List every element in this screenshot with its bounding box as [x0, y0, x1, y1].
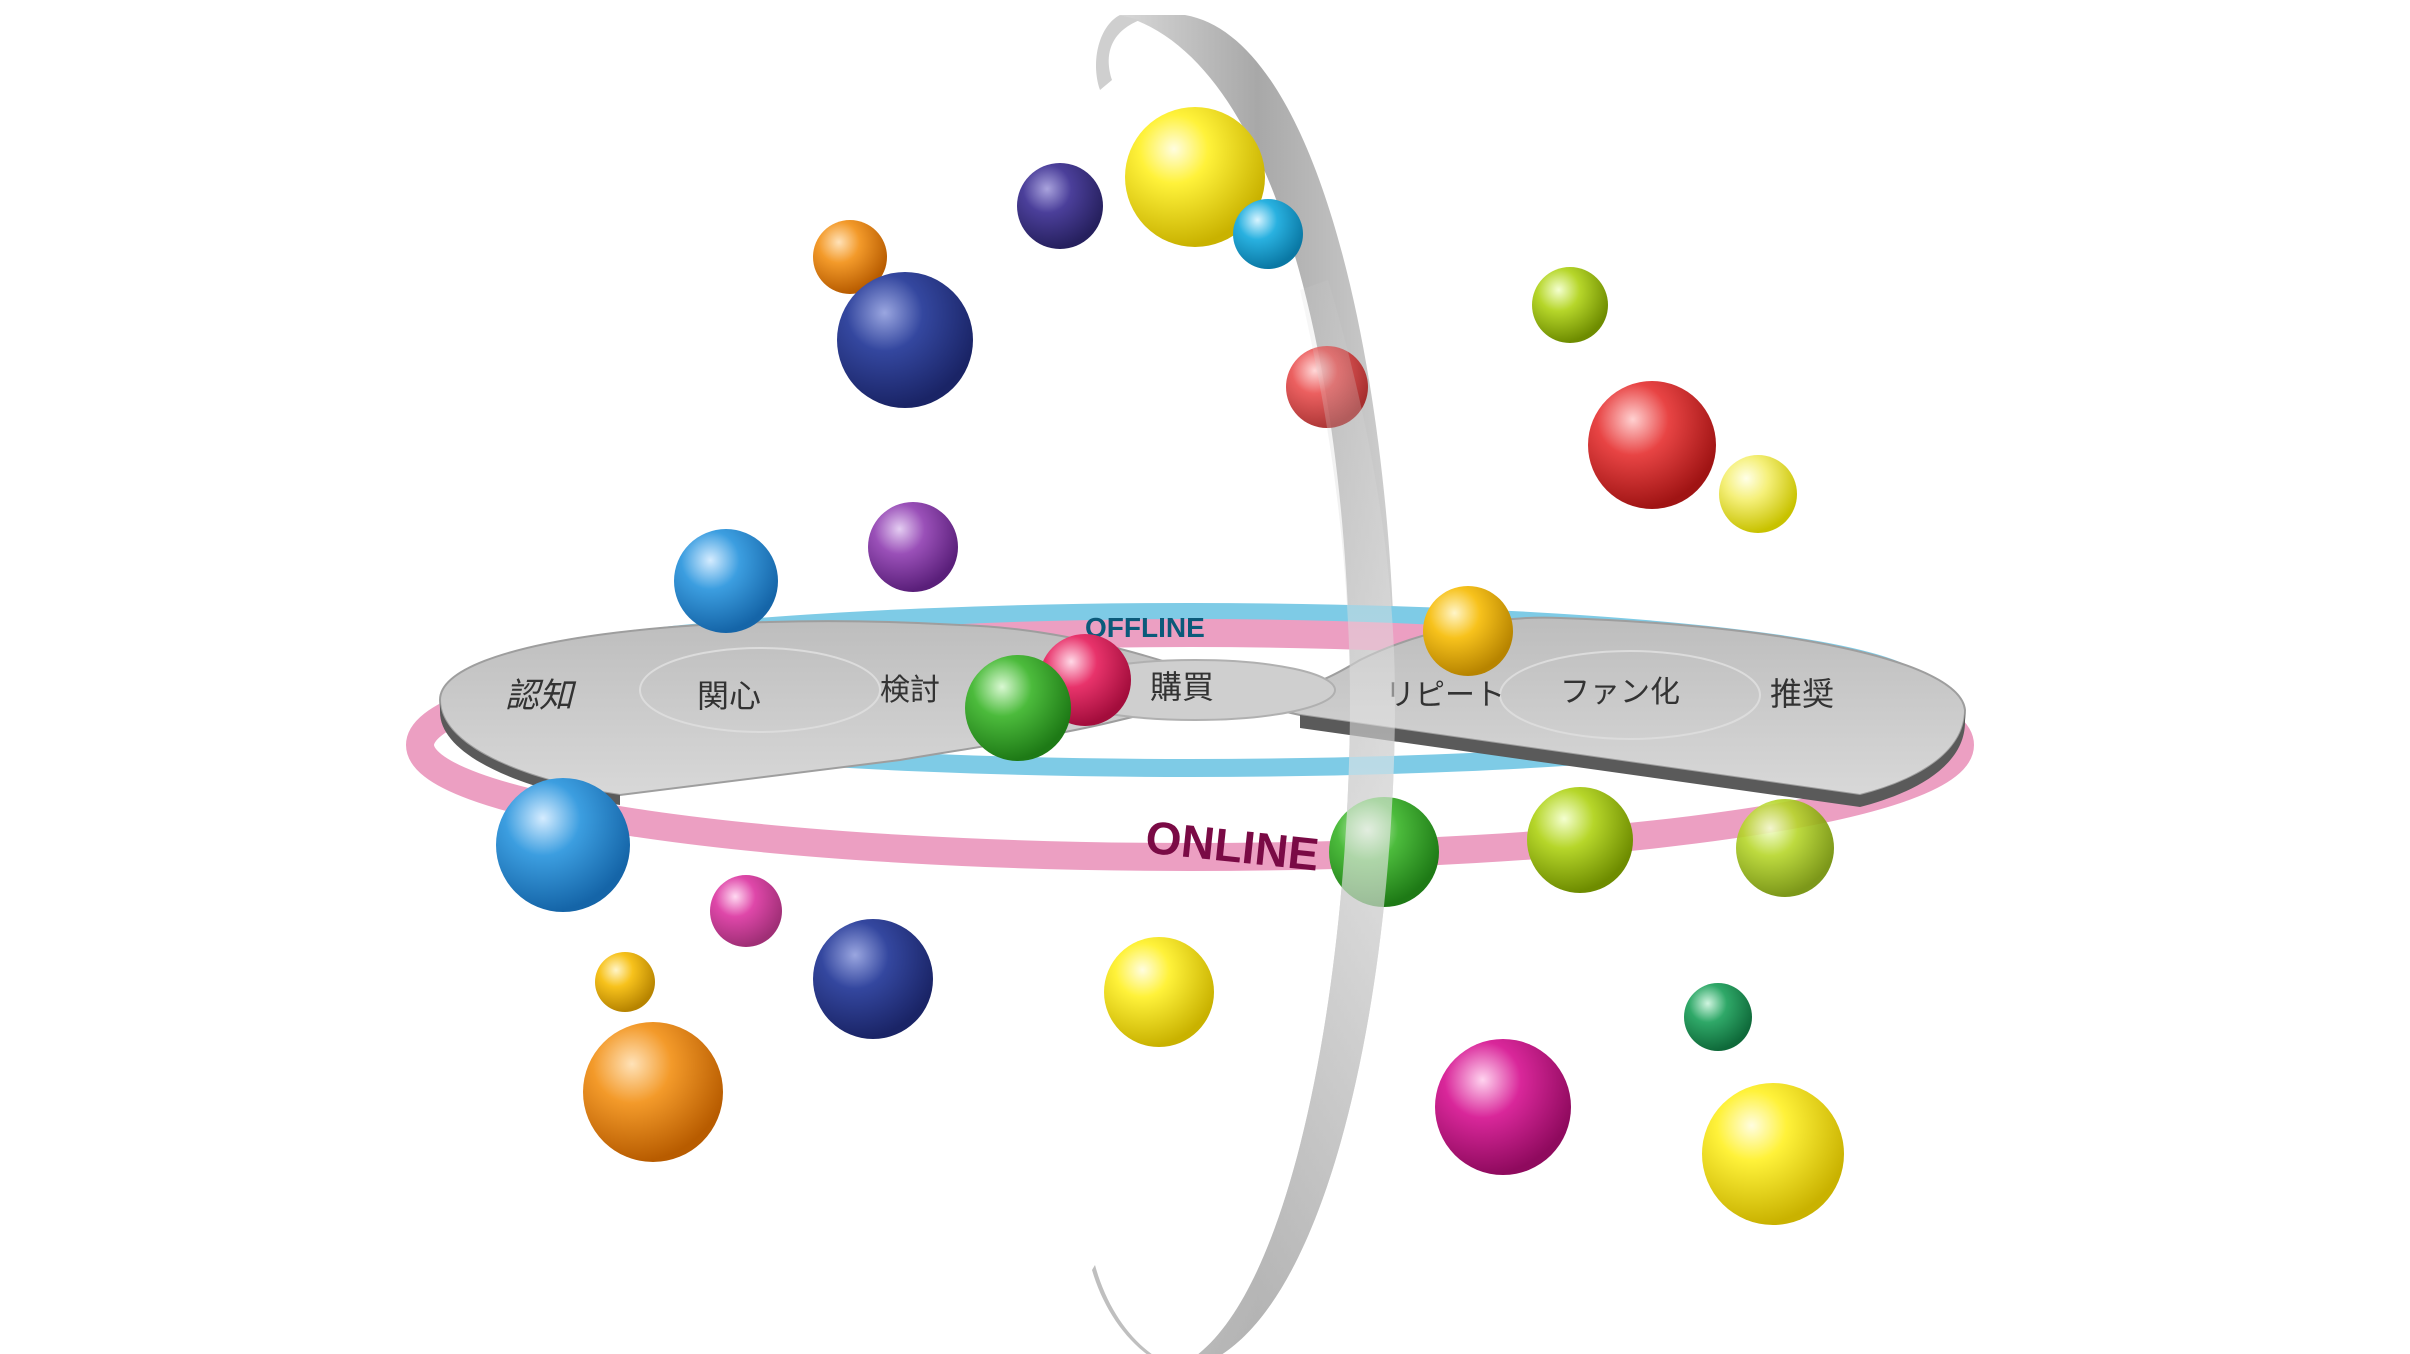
- sphere-magenta: [1435, 1039, 1571, 1175]
- sphere-purple: [868, 502, 958, 592]
- stage-label-suisho: 推奨: [1770, 675, 1834, 713]
- sphere-lime: [1532, 267, 1608, 343]
- sphere-gold: [595, 952, 655, 1012]
- vertical-ring-front: [1198, 280, 1395, 1354]
- sphere-lime: [1527, 787, 1633, 893]
- sphere-navy: [837, 272, 973, 408]
- sphere-cyan: [1233, 199, 1303, 269]
- sphere-yellow: [1702, 1083, 1844, 1225]
- stage-label-repeat: リピート: [1385, 678, 1505, 713]
- sphere-orange: [813, 220, 887, 294]
- spheres: [496, 107, 1844, 1225]
- stage-label-konyu: 購買: [1150, 668, 1214, 706]
- sphere-orange: [583, 1022, 723, 1162]
- stage-label-kanshin: 関心: [697, 677, 761, 715]
- sphere-indigo: [1017, 163, 1103, 249]
- sphere-green: [965, 655, 1071, 761]
- sphere-yellow: [1125, 107, 1265, 247]
- sphere-red: [1588, 381, 1716, 509]
- offline-label: OFFLINE: [1085, 612, 1205, 643]
- sphere-blue: [674, 529, 778, 633]
- sphere-teal: [1684, 983, 1752, 1051]
- disc-segment-right: [1499, 650, 1761, 740]
- sphere-yellow: [1719, 455, 1797, 533]
- sphere-purple: [710, 875, 782, 947]
- disc-segment-left: [639, 647, 881, 733]
- vertical-ring-left-edge: [1096, 15, 1140, 90]
- sphere-gold: [1423, 586, 1513, 676]
- sphere-lime: [1736, 799, 1834, 897]
- stage-label-ninchi: 認知: [505, 676, 577, 716]
- stage-label-kento: 検討: [880, 673, 940, 708]
- sphere-navy: [813, 919, 933, 1039]
- sphere-yellow: [1104, 937, 1214, 1047]
- sphere-blue: [496, 778, 630, 912]
- online-ring: [406, 619, 1974, 871]
- stage-label-fan: ファン化: [1560, 675, 1680, 710]
- vertical-ring-bottom-edge: [1092, 1265, 1152, 1354]
